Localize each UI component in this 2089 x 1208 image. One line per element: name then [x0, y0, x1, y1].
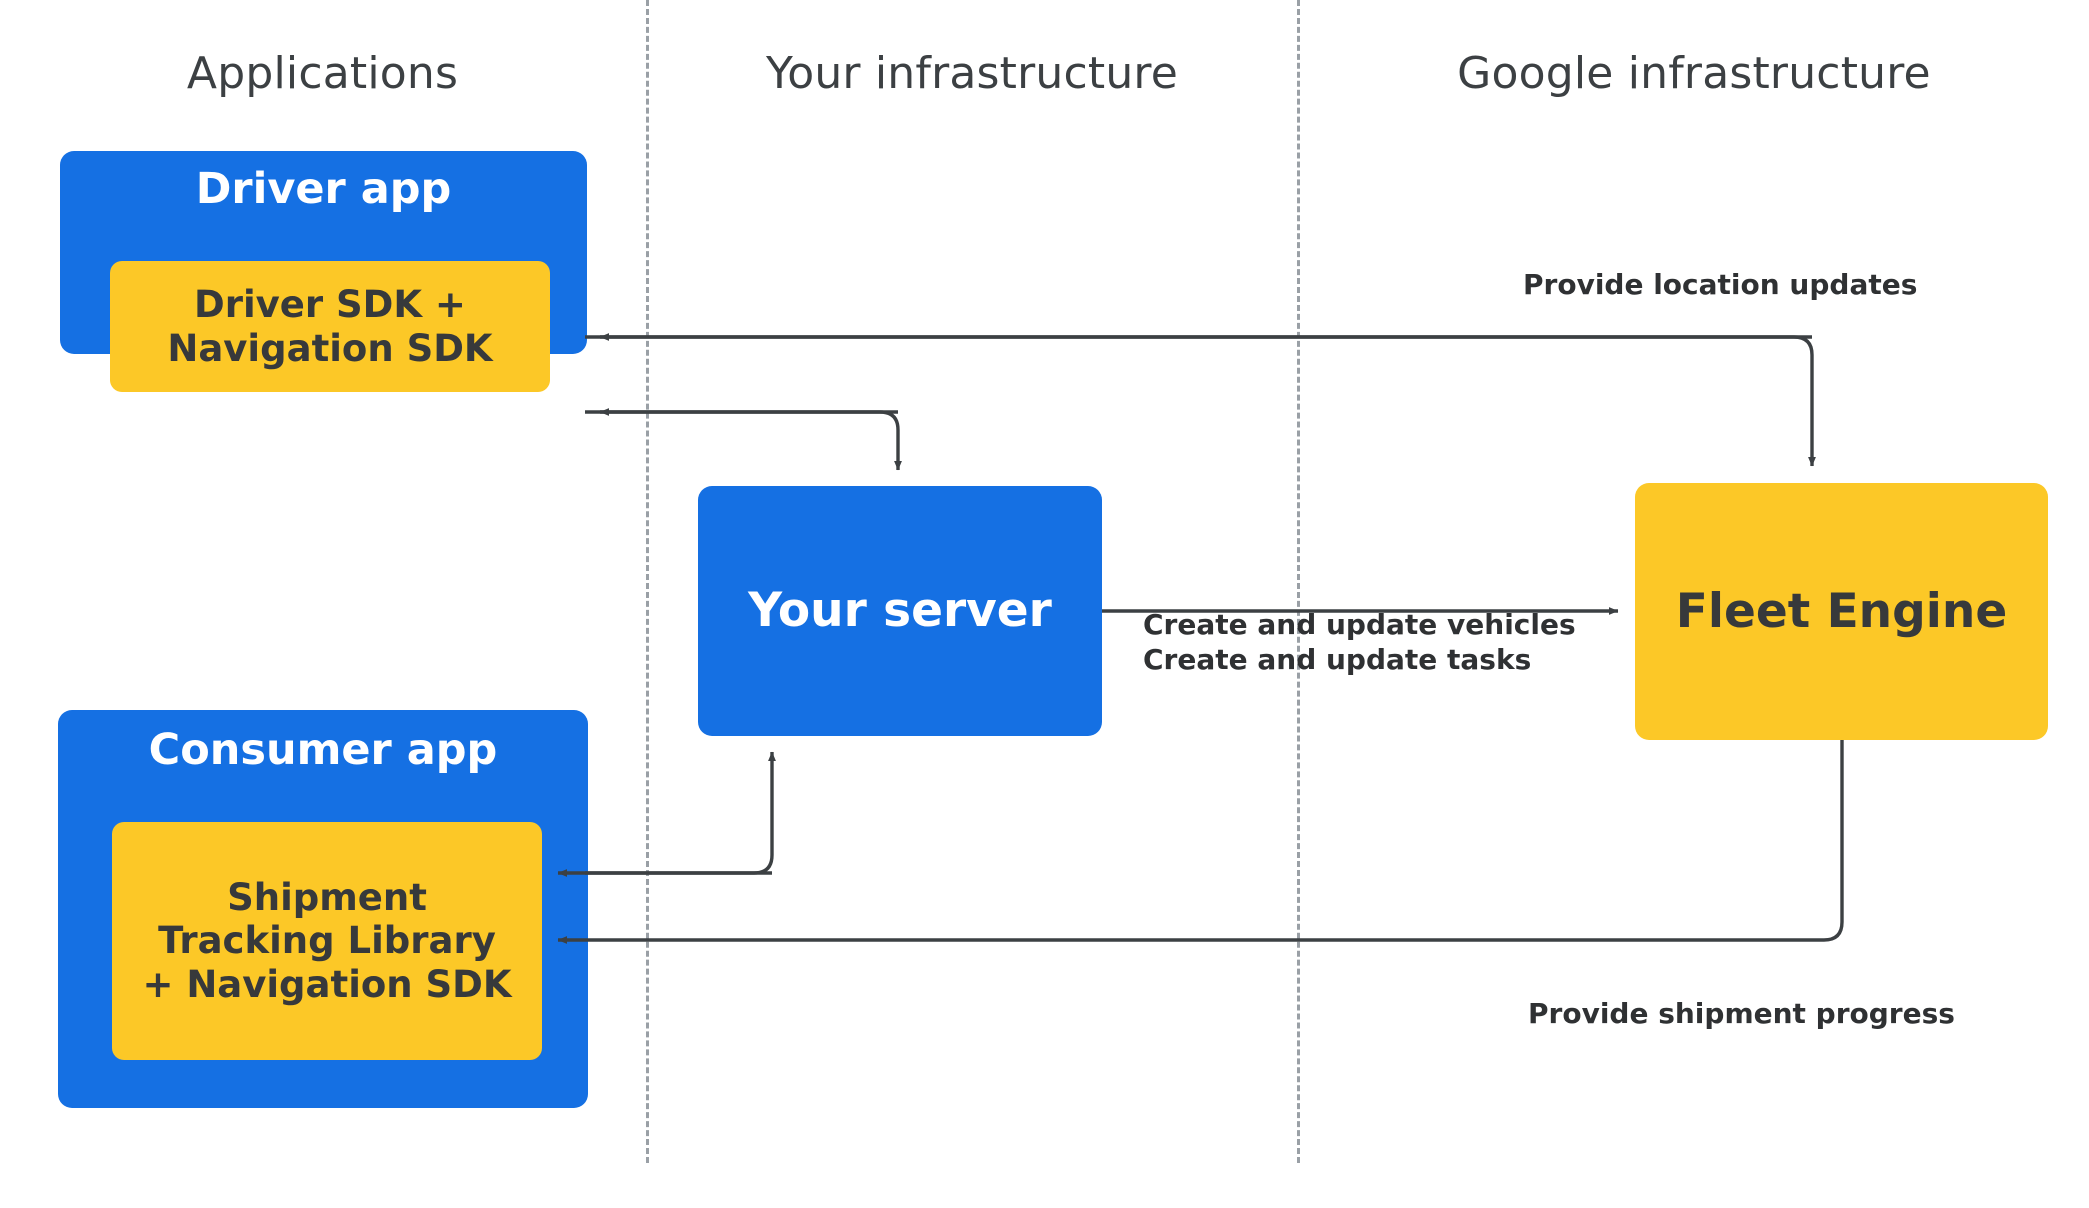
node-driver-sdk-line-2: Navigation SDK [167, 326, 493, 370]
edge-driver-sdk-to-fleet-engine [585, 335, 1816, 467]
swimlane-divider-applications-infrastructure [646, 0, 649, 1163]
node-consumer-shipment-tracking-library[interactable]: Shipment Tracking Library + Navigation S… [112, 822, 542, 1060]
node-consumer-sdk-line-2: Tracking Library [158, 919, 496, 963]
edge-label-provide-location-updates: Provide location updates [1523, 268, 1918, 301]
node-consumer-sdk-label: Shipment Tracking Library + Navigation S… [134, 876, 519, 1007]
edge-label-create-and-update-vehicles: Create and update vehicles [1143, 608, 1576, 641]
edge-driver-app-to-your-server [585, 410, 902, 471]
lane-title-applications: Applications [186, 48, 459, 99]
node-consumer-sdk-line-3: + Navigation SDK [142, 962, 512, 1006]
node-your-server-label: Your server [748, 582, 1052, 638]
node-driver-sdk-label: Driver SDK + Navigation SDK [157, 283, 502, 370]
node-driver-app-label: Driver app [195, 164, 452, 214]
node-driver-sdk[interactable]: Driver SDK + Navigation SDK [110, 261, 550, 392]
node-your-server[interactable]: Your server [698, 486, 1102, 736]
node-fleet-engine-label: Fleet Engine [1675, 583, 2008, 639]
node-fleet-engine[interactable]: Fleet Engine [1635, 483, 2048, 740]
lane-title-your-infrastructure: Your infrastructure [765, 48, 1179, 99]
swimlane-divider-infrastructure-google [1297, 0, 1300, 1163]
edge-consumer-app-to-your-server [585, 751, 776, 875]
edge-label-create-and-update-tasks: Create and update tasks [1143, 643, 1532, 676]
edge-label-provide-shipment-progress: Provide shipment progress [1528, 997, 1955, 1030]
lane-title-google-infrastructure: Google infrastructure [1457, 48, 1931, 99]
node-consumer-app-label: Consumer app [148, 725, 498, 775]
node-driver-sdk-line-1: Driver SDK + [194, 282, 466, 326]
node-consumer-sdk-line-1: Shipment [227, 875, 427, 919]
edge-fleet-engine-to-consumer-sdk [557, 740, 1844, 944]
